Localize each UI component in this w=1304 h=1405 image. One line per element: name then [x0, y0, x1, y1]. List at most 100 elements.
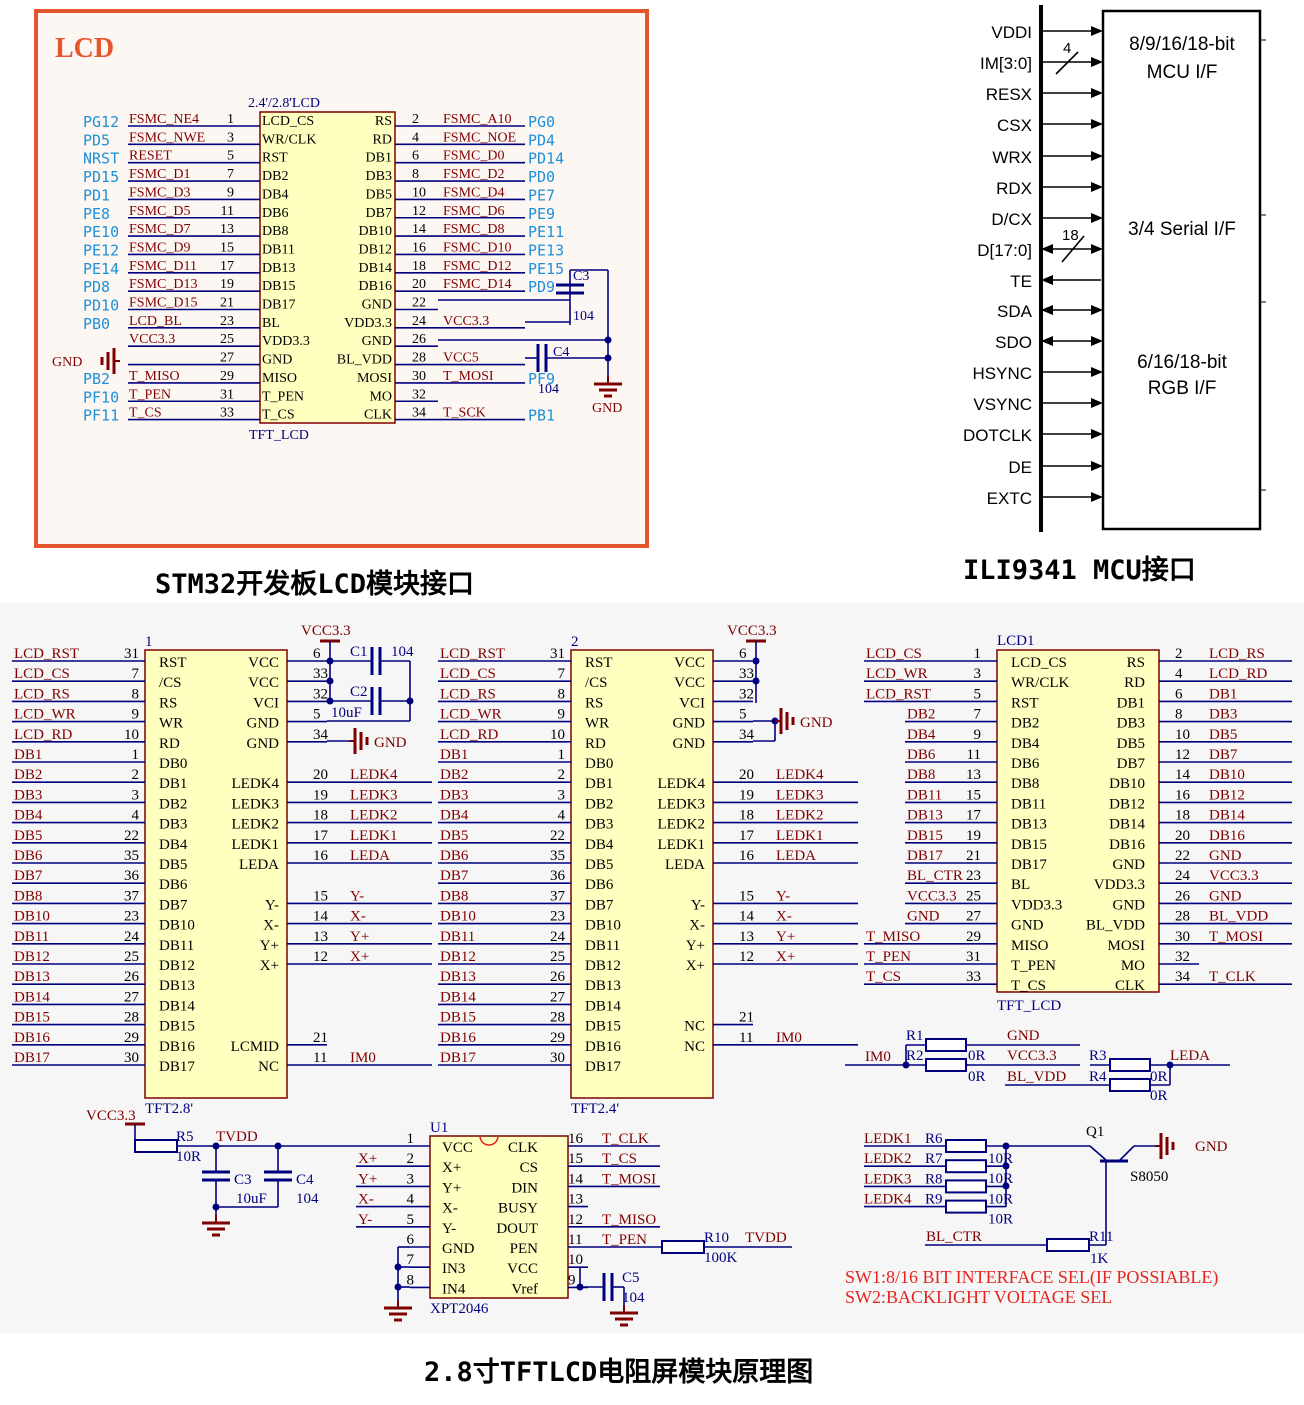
tft28-left-net-22: DB5 — [14, 828, 42, 844]
lcd1-left-sig-13: DB8 — [1011, 776, 1039, 792]
tft28-left-pin-30: 30 — [124, 1050, 139, 1066]
lcd1-right-net-10: DB5 — [1209, 727, 1237, 743]
ili-pin-d-17-0-: D[17:0] — [977, 241, 1032, 260]
touch-cap-c4-ref: C4 — [296, 1172, 314, 1188]
xpt-left-net-2: X+ — [358, 1151, 377, 1167]
lcd-left-sig-13: DB8 — [262, 224, 288, 239]
xpt-right-net-12: T_MISO — [602, 1212, 656, 1228]
lcd-right-sig-30: MOSI — [357, 371, 392, 386]
lcd1-right-pin-8: 8 — [1175, 707, 1183, 723]
tft28-left-sig-2: DB1 — [159, 776, 187, 792]
lcd-left-port-3: PD5 — [83, 131, 110, 149]
tft28-right-net-18: LEDK2 — [350, 808, 398, 824]
lcd-gnd-junction-2 — [604, 354, 612, 362]
lcd-right-port-30: PF9 — [528, 370, 555, 388]
tft28-left-pin-24: 24 — [124, 929, 140, 945]
tft28-right-pin-19: 19 — [313, 787, 328, 803]
lcd1-left-pin-25: 25 — [966, 888, 981, 904]
xpt-right-net-16: T_CLK — [602, 1131, 649, 1147]
tft24-right-pin-32: 32 — [739, 686, 754, 702]
lcd1-left-net-25: VCC3.3 — [907, 888, 957, 904]
xpt-right-net-11: T_PEN — [602, 1232, 647, 1248]
xpt-right-pin-10: 10 — [568, 1252, 583, 1268]
ili-arrow-head-right — [1091, 461, 1103, 471]
tft28-cap-rail-dot — [406, 697, 414, 705]
lcd1-right-sig-8: DB3 — [1117, 716, 1145, 732]
tft24-left-sig-25: DB12 — [585, 958, 621, 974]
lcd-left-port-23: PB0 — [83, 315, 110, 333]
lcd-left-pin-15: 15 — [220, 240, 234, 255]
backlight-res-val-r6: 10R — [988, 1151, 1013, 1167]
tft24-left-pin-28: 28 — [550, 1010, 565, 1026]
lcd1-right-sig-32: MO — [1121, 958, 1145, 974]
tft28-left-sig-9: WR — [159, 716, 183, 732]
tft24-name: TFT2.4' — [571, 1101, 619, 1117]
lcd-right-sig-16: DB12 — [359, 242, 392, 257]
ili-arrow-15 — [1041, 492, 1103, 502]
lcd-right-pin-16: 16 — [412, 240, 426, 255]
ili-arrow-head-right — [1091, 213, 1103, 223]
tft24-right-net-17: LEDK1 — [776, 828, 824, 844]
lcd-left-pin-3: 3 — [227, 130, 234, 145]
tft28-right-sig-15: Y- — [265, 897, 279, 913]
backlight-net-ledk4: LEDK4 — [864, 1192, 912, 1208]
bl-ctr-net: BL_CTR — [926, 1229, 982, 1245]
lcd-right-pin-18: 18 — [412, 259, 426, 274]
tft24-left-pin-25: 25 — [550, 949, 565, 965]
tft28-right-pin-13: 13 — [313, 929, 328, 945]
lcd-left-port-13: PE10 — [83, 223, 119, 241]
lcd1-left-sig-21: DB17 — [1011, 857, 1047, 873]
tft24-left-pin-10: 10 — [550, 727, 565, 743]
lcd-connector-body — [259, 111, 396, 424]
tft24-gnd-label: GND — [800, 715, 833, 731]
tft24-vcc-dot-1 — [752, 657, 760, 665]
tft28-right-sig-11: NC — [258, 1059, 279, 1075]
tft24-right-sig-20: LEDK4 — [658, 776, 706, 792]
tft28-left-net-37: DB8 — [14, 888, 42, 904]
tft28-left-sig-28: DB15 — [159, 1019, 195, 1035]
tft28-right-sig-33: VCC — [248, 675, 279, 691]
lcd1-right-sig-34: CLK — [1115, 978, 1145, 994]
lcd-right-pin-28: 28 — [412, 351, 426, 366]
tft28-left-pin-25: 25 — [124, 949, 139, 965]
lcd1-left-pin-29: 29 — [966, 929, 981, 945]
tft28-right-sig-16: LEDA — [239, 857, 279, 873]
lcd1-right-net-34: T_CLK — [1209, 969, 1256, 985]
backlight-res-val-r8: 10R — [988, 1191, 1013, 1207]
tft28-left-pin-29: 29 — [124, 1030, 139, 1046]
lcd-right-port-14: PE11 — [528, 223, 564, 241]
lcd1-left-net-21: DB17 — [907, 848, 943, 864]
lcd-right-net-24: VCC3.3 — [443, 314, 489, 329]
ili-pin-csx: CSX — [997, 116, 1032, 135]
ili-arrow-head-right — [1091, 57, 1103, 67]
lcd1-left-pin-15: 15 — [966, 787, 981, 803]
lcd1-left-sig-19: DB15 — [1011, 837, 1047, 853]
lcd-right-pin-24: 24 — [412, 314, 426, 329]
im0-junction — [902, 1061, 910, 1069]
lcd1-left-net-27: GND — [907, 909, 940, 925]
lcd-left-port-9: PD1 — [83, 186, 110, 204]
tft24-right-pin-6: 6 — [739, 646, 747, 662]
backlight-res-ref-r7: R7 — [925, 1151, 943, 1167]
tft28-left-sig-24: DB11 — [159, 938, 194, 954]
tft24-right-net-16: LEDA — [776, 848, 816, 864]
tft28-ref: 1 — [145, 634, 153, 650]
xpt-left-sig-1: VCC — [442, 1140, 473, 1156]
ili-bus-slash-im — [1055, 51, 1079, 75]
ili-arrow-head-right — [1091, 26, 1103, 36]
xpt-left-net-3: Y+ — [358, 1171, 377, 1187]
lcd-left-pin-1: 1 — [227, 112, 234, 127]
tft28-left-pin-3: 3 — [132, 787, 140, 803]
lcd-left-sig-33: T_CS — [262, 408, 295, 423]
ili-arrow-14 — [1041, 461, 1103, 471]
tft28-left-net-24: DB11 — [14, 929, 49, 945]
backlight-net-ledk3: LEDK3 — [864, 1171, 912, 1187]
tft24-vcc-label: VCC3.3 — [727, 623, 777, 639]
tft28-left-pin-8: 8 — [132, 686, 140, 702]
lcd1-right-net-26: GND — [1209, 888, 1242, 904]
lcd-right-port-8: PD0 — [528, 168, 555, 186]
ili-pin-extc: EXTC — [987, 489, 1032, 508]
ili-arrow-8 — [1041, 275, 1101, 285]
ili-block-frame — [1101, 9, 1262, 531]
tft24-left-pin-2: 2 — [558, 767, 566, 783]
